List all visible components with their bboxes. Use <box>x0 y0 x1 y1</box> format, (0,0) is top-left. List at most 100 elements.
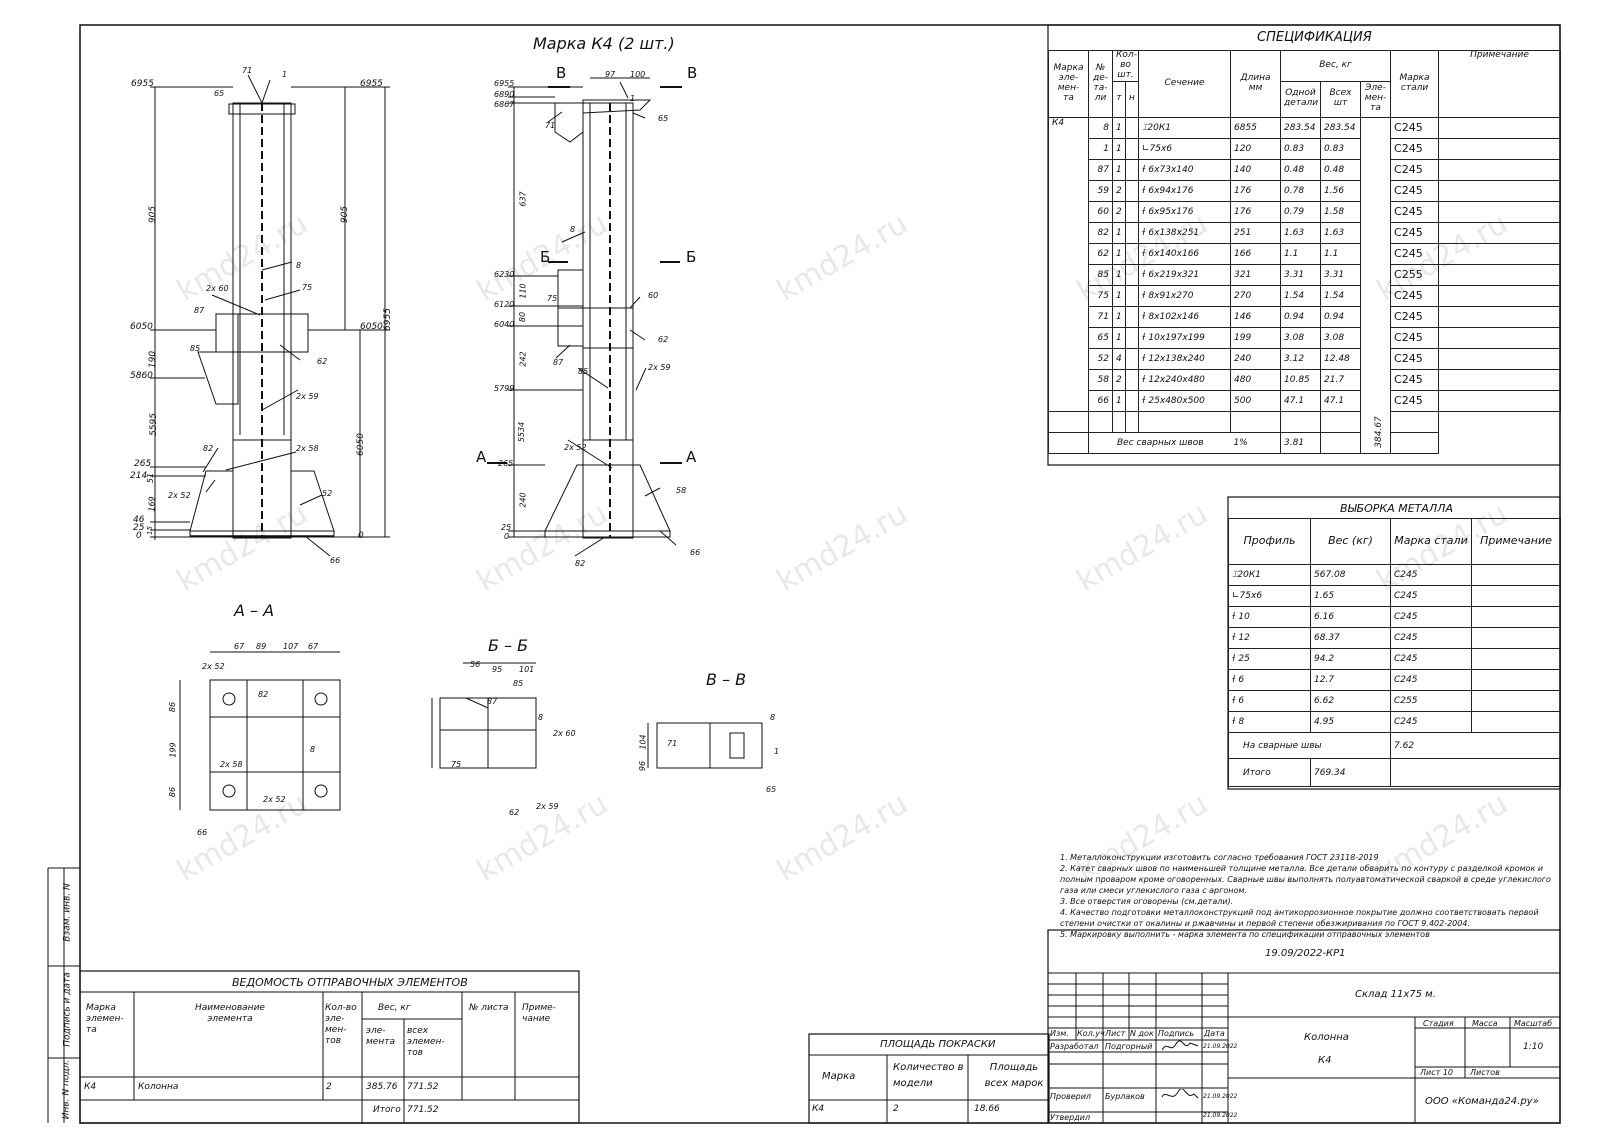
paint-h-mark: Марка <box>822 1071 856 1082</box>
note-5: 5. Маркировку выполнить - марка элемента… <box>1060 930 1430 939</box>
aa-dim-86a: 86 <box>168 701 178 713</box>
part-60-mid: 60 <box>648 291 659 300</box>
stamp-mass: Масса <box>1472 1019 1498 1028</box>
spec-cell-st: С255 <box>1390 263 1440 286</box>
paint-h-qty: Количество в модели <box>893 1062 964 1089</box>
metal-h-note: Примечание <box>1471 518 1561 565</box>
spec-cell-w1: 1.63 <box>1280 221 1321 244</box>
spec-cell-empty <box>1390 410 1440 433</box>
metal-cell-empty <box>1471 648 1561 670</box>
spec-cell-wa: 1.56 <box>1320 179 1361 202</box>
spec-cell-n: 52 <box>1088 347 1113 370</box>
spec-cell-w1: 0.78 <box>1280 179 1321 202</box>
cut-v-left: В <box>556 64 567 82</box>
section-aa-title: А – А <box>234 601 275 620</box>
vv-dim-104: 104 <box>638 734 648 750</box>
cut-v-right: В <box>687 64 698 82</box>
shipping-row-mark: К4 <box>84 1082 97 1092</box>
dim-mid-6890: 6890 <box>494 90 515 99</box>
seg-right-6955: 6955 <box>382 308 393 331</box>
spec-cell-mark: К4 <box>1048 116 1089 412</box>
spec-cell-q: 2 <box>1112 179 1126 202</box>
part-71-left: 71 <box>242 66 253 75</box>
spec-cell-wa: 3.31 <box>1320 263 1361 286</box>
shipping-h-weight: Вес, кг <box>378 1003 411 1013</box>
note-3: 3. Все отверстия оговорены (см.детали). <box>1060 897 1234 906</box>
dim-mid-100: 100 <box>630 70 646 79</box>
spec-cell-n: 85 <box>1088 263 1113 286</box>
part-85-mid: 85 <box>578 367 589 376</box>
seg-mid-242: 242 <box>518 351 528 367</box>
dim-mid-6120: 6120 <box>494 300 515 309</box>
paint-row-mark: К4 <box>812 1104 825 1114</box>
metal-cell-empty <box>1471 669 1561 691</box>
metal-cell-s: С245 <box>1390 711 1472 733</box>
spec-cell-q: 1 <box>1112 326 1126 349</box>
spec-h-w-all: Всех шт <box>1320 80 1361 118</box>
spec-cell-len: 146 <box>1230 305 1281 328</box>
metal-cell-p: ɫ 12 <box>1228 627 1311 649</box>
spec-cell-empty <box>1438 116 1562 139</box>
spec-cell-n: 65 <box>1088 326 1113 349</box>
dim-left-265: 265 <box>134 459 152 469</box>
metal-cell-w: 6.16 <box>1310 606 1391 628</box>
spec-cell-n: 60 <box>1088 200 1113 223</box>
part-65-mid: 65 <box>658 114 669 123</box>
part-82-mid: 82 <box>575 559 586 568</box>
spec-h-w-el: Эле- мен- та <box>1359 80 1392 118</box>
part-2x58-left: 2x 58 <box>296 444 319 453</box>
shipping-h-qty: Кол-во эле- мен- тов <box>325 1003 357 1046</box>
spec-cell-len: 251 <box>1230 221 1281 244</box>
spec-cell-st: С245 <box>1390 158 1440 181</box>
spec-element-total: 384.67 <box>1373 415 1384 448</box>
metal-weld-label: На сварные швы <box>1228 732 1391 759</box>
part-87-mid: 87 <box>553 358 564 367</box>
spec-cell-empty <box>1125 116 1139 139</box>
spec-cell-n: 58 <box>1088 368 1113 391</box>
seg-right-6050: 6050 <box>355 433 366 456</box>
spec-cell-st: С245 <box>1390 305 1440 328</box>
spec-cell-w1: 1.54 <box>1280 284 1321 307</box>
spec-cell-empty <box>1125 389 1139 412</box>
spec-cell-w1: 47.1 <box>1280 389 1321 412</box>
spec-cell-len: 6855 <box>1230 116 1281 139</box>
seg-left-169: 169 <box>147 496 157 512</box>
spec-title: СПЕЦИФИКАЦИЯ <box>1257 30 1372 45</box>
dim-left-214: 214 <box>130 471 148 481</box>
stamp-h-izm: Изм. <box>1050 1029 1069 1038</box>
shipping-h-mark: Марка элемен- та <box>86 1003 124 1035</box>
seg-left-51: 51 <box>146 472 156 484</box>
spec-cell-empty <box>1125 284 1139 307</box>
spec-cell-empty <box>1230 410 1281 433</box>
spec-cell-q: 1 <box>1112 263 1126 286</box>
stamp-developed: Разработал <box>1050 1042 1099 1051</box>
spec-cell-n: 75 <box>1088 284 1113 307</box>
shipping-title: ВЕДОМОСТЬ ОТПРАВОЧНЫХ ЭЛЕМЕНТОВ <box>232 976 468 989</box>
side-stamp-2: Подпись и дата <box>62 972 73 1047</box>
bb-label-2x60: 2x 60 <box>553 729 576 738</box>
spec-cell-w1: 0.94 <box>1280 305 1321 328</box>
spec-h-steel: Марка стали <box>1390 50 1440 118</box>
part-65-left: 65 <box>214 89 225 98</box>
spec-cell-st: С245 <box>1390 200 1440 223</box>
spec-cell-q: 1 <box>1112 221 1126 244</box>
spec-cell-n: 71 <box>1088 305 1113 328</box>
stamp-date3: 21.09.2022 <box>1203 1112 1238 1119</box>
spec-cell-empty <box>1125 368 1139 391</box>
spec-cell-n: 59 <box>1088 179 1113 202</box>
metal-cell-empty <box>1471 606 1561 628</box>
spec-h-qty: Кол-во шт. <box>1112 50 1139 82</box>
spec-cell-empty <box>1112 410 1126 433</box>
metal-h-weight: Вес (кг) <box>1310 518 1391 565</box>
part-2x59-mid: 2x 59 <box>648 363 671 372</box>
spec-cell-len: 480 <box>1230 368 1281 391</box>
